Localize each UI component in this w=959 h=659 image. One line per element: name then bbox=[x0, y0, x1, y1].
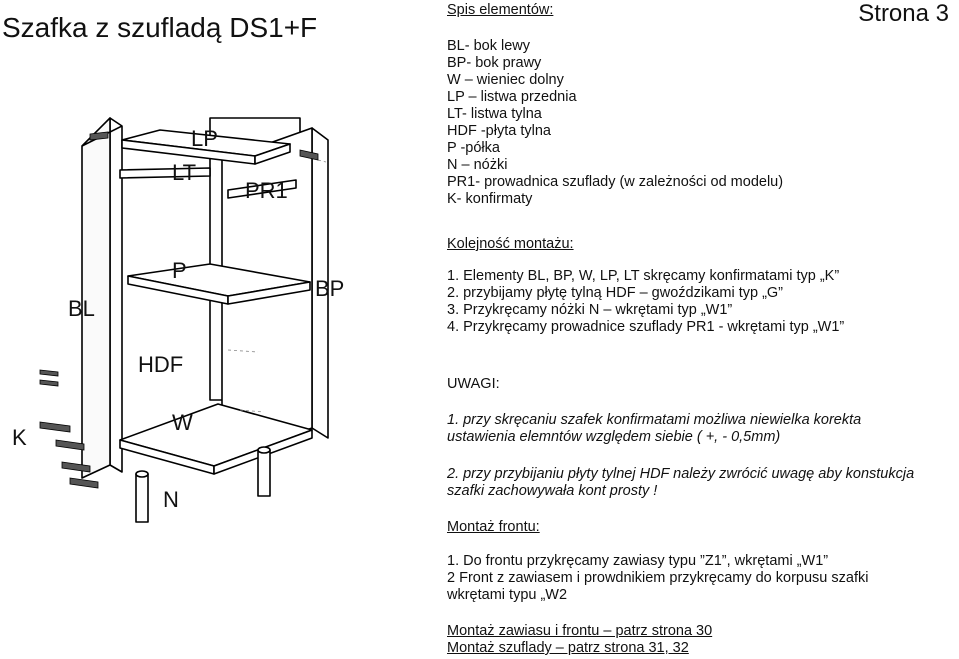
list-item: P -półka bbox=[447, 140, 500, 156]
confirmat-screws bbox=[39, 131, 319, 489]
list-item: wkrętami typu „W2 bbox=[447, 587, 568, 603]
list-item: 2. przybijamy płytę tylną HDF – gwoździk… bbox=[447, 285, 784, 301]
drawer-runner-pr1 bbox=[227, 179, 297, 199]
front-steps: 1. Do frontu przykręcamy zawiasy typu ”Z… bbox=[447, 553, 868, 604]
leg bbox=[135, 470, 149, 523]
list-item: N – nóżki bbox=[447, 157, 508, 173]
reference-hinge-front: Montaż zawiasu i frontu – patrz strona 3… bbox=[447, 623, 713, 639]
list-item: BL- bok lewy bbox=[447, 38, 531, 54]
label-k: K bbox=[12, 425, 27, 450]
warning-line: 2. przy przybijaniu płyty tylnej HDF nal… bbox=[447, 466, 915, 482]
label-n: N bbox=[163, 487, 179, 512]
list-item: 1. Do frontu przykręcamy zawiasy typu ”Z… bbox=[447, 553, 829, 569]
warning-1: 1. przy skręcaniu szafek konfirmatami mo… bbox=[447, 412, 861, 446]
list-item: 4. Przykręcamy prowadnice szuflady PR1 -… bbox=[447, 319, 845, 335]
front-heading: Montaż frontu: bbox=[447, 519, 540, 535]
warning-heading: UWAGI: bbox=[447, 376, 500, 392]
list-item: LP – listwa przednia bbox=[447, 89, 577, 105]
list-item: 1. Elementy BL, BP, W, LP, LT skręcamy k… bbox=[447, 268, 840, 284]
label-w: W bbox=[172, 410, 193, 435]
assembly-heading: Kolejność montażu: bbox=[447, 236, 574, 252]
list-item: PR1- prowadnica szuflady (w zależności o… bbox=[447, 174, 784, 190]
list-item: BP- bok prawy bbox=[447, 55, 542, 71]
exploded-cabinet-diagram bbox=[39, 117, 329, 523]
leg bbox=[257, 446, 271, 497]
parts-list: BL- bok lewy BP- bok prawy W – wieniec d… bbox=[447, 38, 783, 208]
warning-line: 1. przy skręcaniu szafek konfirmatami mo… bbox=[447, 412, 862, 428]
rear-rail-lt bbox=[119, 167, 211, 179]
label-bl: BL bbox=[68, 296, 95, 321]
warning-line: ustawienia elemntów względem siebie ( +,… bbox=[447, 429, 781, 445]
list-item: 3. Przykręcamy nóżki N – wkrętami typ „W… bbox=[447, 302, 733, 318]
warning-2: 2. przy przybijaniu płyty tylnej HDF nal… bbox=[447, 466, 914, 500]
list-item: LT- listwa tylna bbox=[447, 106, 542, 122]
label-lp: LP bbox=[191, 126, 218, 151]
assembly-steps: 1. Elementy BL, BP, W, LP, LT skręcamy k… bbox=[447, 268, 844, 336]
list-item: W – wieniec dolny bbox=[447, 72, 564, 88]
list-item: K- konfirmaty bbox=[447, 191, 533, 207]
reference-drawer: Montaż szuflady – patrz strona 31, 32 bbox=[447, 640, 689, 656]
list-item: HDF -płyta tylna bbox=[447, 123, 551, 139]
label-bp: BP bbox=[315, 276, 345, 301]
page-number: Strona 3 bbox=[858, 0, 949, 27]
label-pr1: PR1 bbox=[245, 178, 288, 203]
label-lt: LT bbox=[172, 160, 197, 185]
warning-line: szafki zachowywała kont prosty ! bbox=[447, 483, 658, 499]
parts-heading: Spis elementów: bbox=[447, 2, 554, 18]
label-hdf: HDF bbox=[138, 352, 184, 377]
list-item: 2 Front z zawiasem i prowdnikiem przykrę… bbox=[447, 570, 869, 586]
label-p: P bbox=[172, 258, 187, 283]
page-title: Szafka z szufladą DS1+F bbox=[2, 12, 318, 43]
